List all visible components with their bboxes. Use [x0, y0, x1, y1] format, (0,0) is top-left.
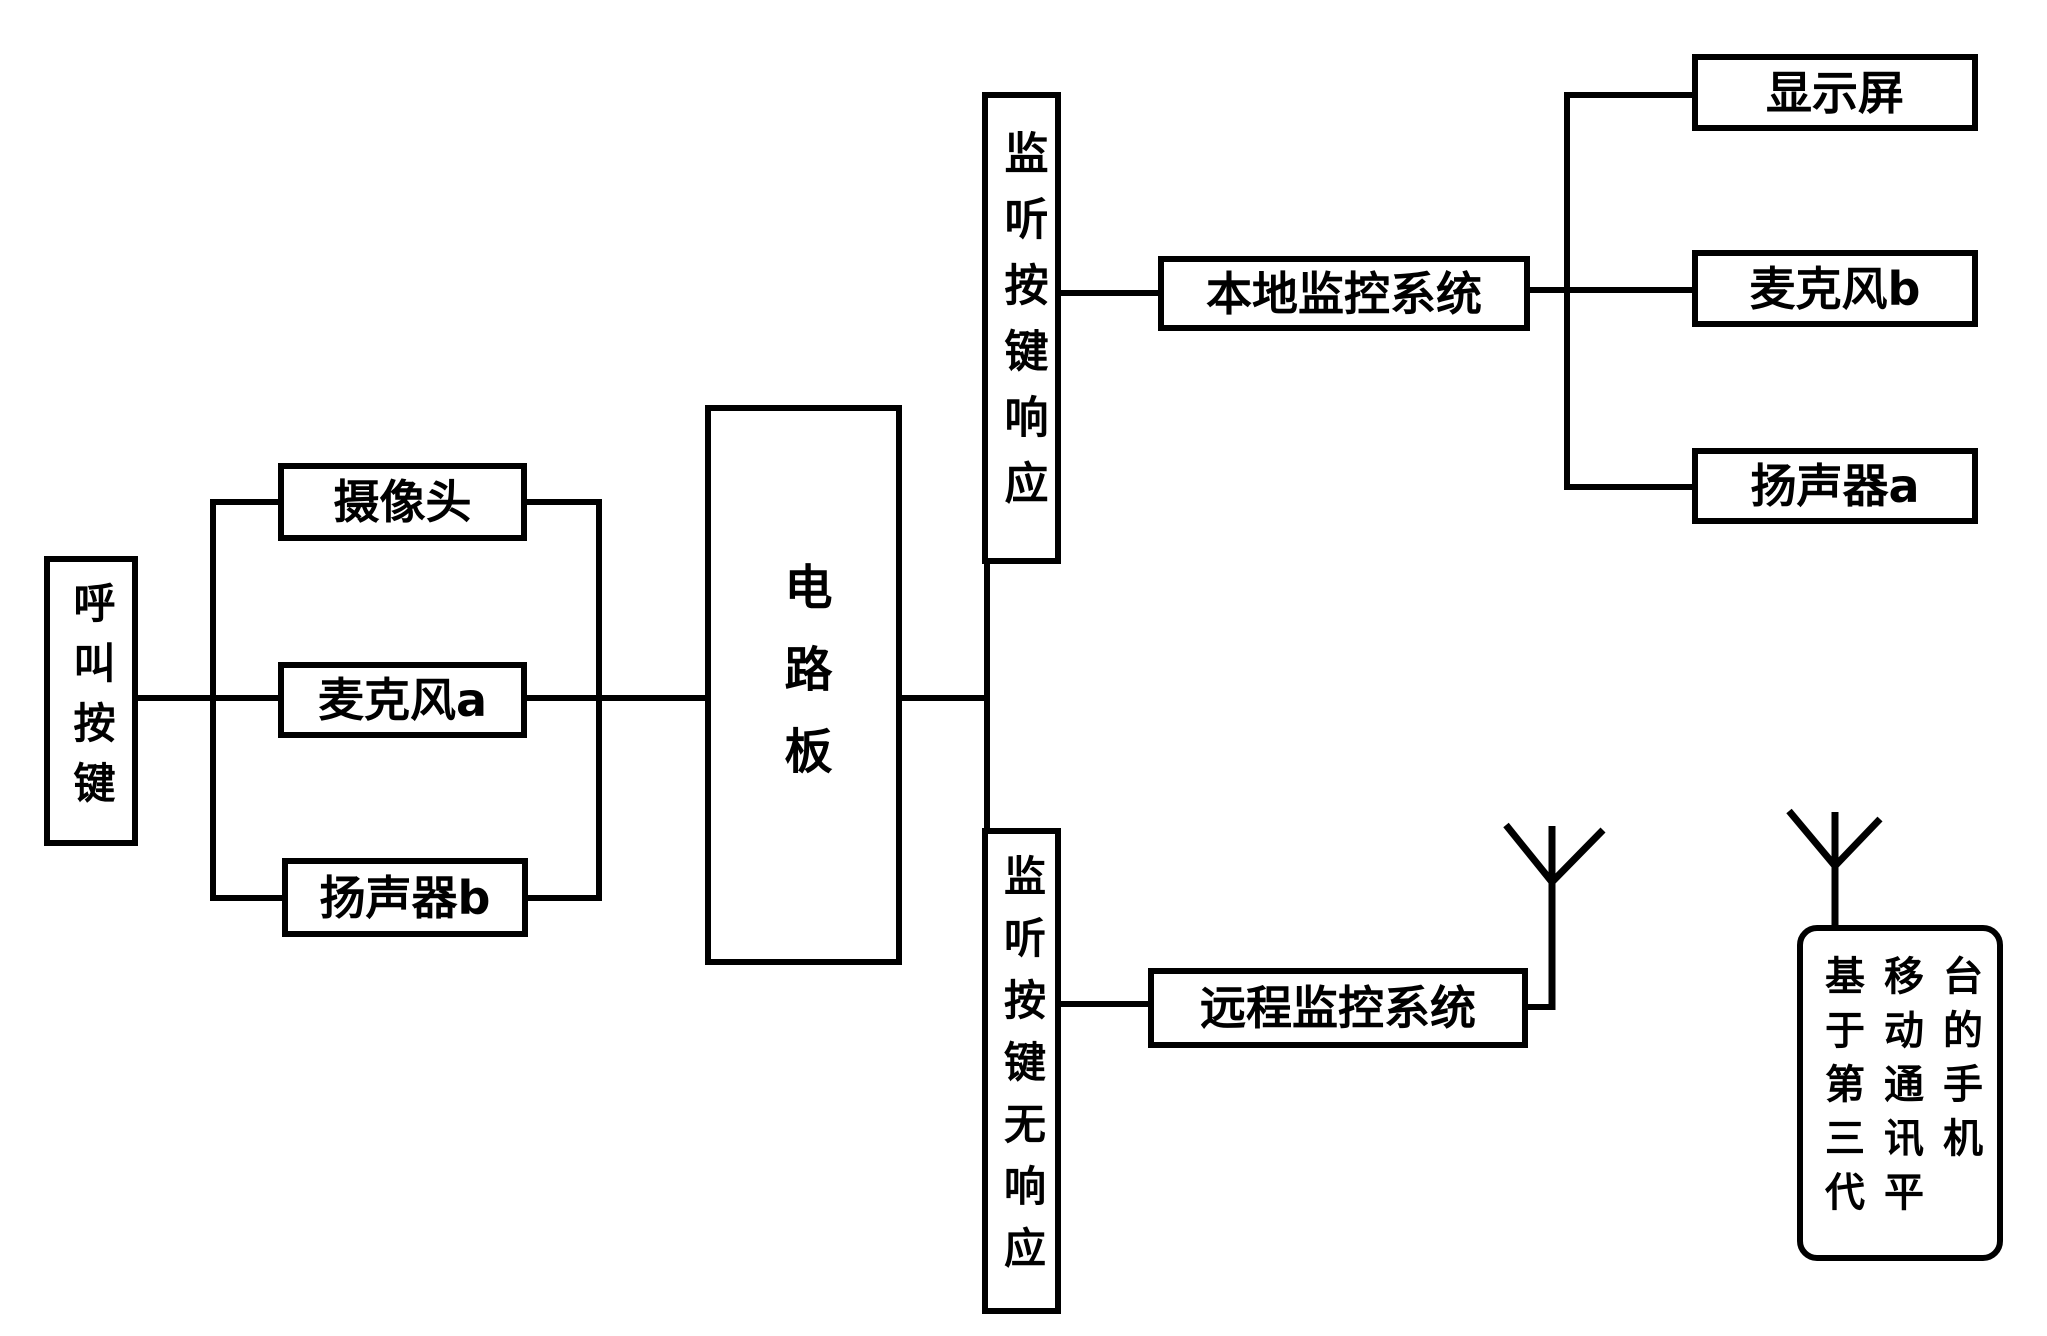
node-display: 显示屏	[1692, 54, 1978, 131]
node-display-label: 显示屏	[1766, 65, 1904, 120]
antenna-phone-icon	[1786, 808, 1883, 928]
node-circuit-board-label: 电路板	[775, 562, 832, 808]
connector-junction-to-speaker-b	[210, 895, 286, 901]
connector-junction-to-camera	[210, 499, 282, 505]
connector-monitor-link-vertical	[984, 560, 990, 830]
connector-camera-to-right-junction	[525, 499, 602, 505]
connector-speaker-b-to-right-junction	[525, 895, 602, 901]
connector-response-to-local	[1059, 290, 1161, 296]
node-call-button-label: 呼叫按键	[67, 581, 116, 821]
node-phone-column-1: 基于第三代	[1818, 955, 1864, 1225]
connector-remote-to-antenna	[1524, 1004, 1554, 1010]
node-speaker-b: 扬声器b	[282, 858, 528, 937]
connector-call-to-mic-row	[137, 695, 280, 701]
node-mic-b-label: 麦克风b	[1749, 261, 1921, 316]
node-circuit-board: 电路板	[705, 405, 902, 965]
node-monitor-response: 监听按键响应	[982, 92, 1061, 564]
node-monitor-no-response: 监听按键无响应	[982, 828, 1061, 1314]
node-speaker-b-label: 扬声器b	[319, 870, 491, 925]
connector-local-branch-vertical	[1564, 92, 1570, 490]
node-phone-column-3: 台的手机	[1936, 955, 1982, 1171]
node-monitor-response-label: 监听按键响应	[996, 130, 1048, 526]
node-remote-system-label: 远程监控系统	[1200, 981, 1476, 1035]
node-speaker-a-label: 扬声器a	[1750, 459, 1920, 513]
antenna-remote-icon	[1503, 822, 1606, 1010]
node-mic-b: 麦克风b	[1692, 250, 1978, 327]
node-phone-column-2: 移动通讯平	[1877, 955, 1923, 1225]
node-phone: 基于第三代 移动通讯平 台的手机	[1797, 925, 2003, 1261]
node-remote-system: 远程监控系统	[1148, 968, 1528, 1048]
connector-branch-to-display	[1564, 92, 1694, 98]
connector-left-junction-vertical	[210, 499, 216, 901]
connector-no-response-to-remote	[1059, 1001, 1151, 1007]
node-mic-a: 麦克风a	[278, 662, 527, 738]
connector-circuit-to-monitor	[898, 695, 988, 701]
node-local-system-label: 本地监控系统	[1206, 266, 1482, 321]
node-speaker-a: 扬声器a	[1692, 448, 1978, 524]
node-monitor-no-response-label: 监听按键无响应	[997, 854, 1047, 1288]
node-camera-label: 摄像头	[333, 475, 472, 529]
connector-branch-to-speaker-a	[1564, 484, 1694, 490]
node-local-system: 本地监控系统	[1158, 256, 1530, 331]
node-mic-a-label: 麦克风a	[317, 673, 488, 727]
connector-mic-a-to-circuit	[525, 695, 708, 701]
node-call-button: 呼叫按键	[44, 556, 138, 846]
node-camera: 摄像头	[278, 463, 527, 541]
connector-local-to-mic-b	[1528, 287, 1694, 293]
